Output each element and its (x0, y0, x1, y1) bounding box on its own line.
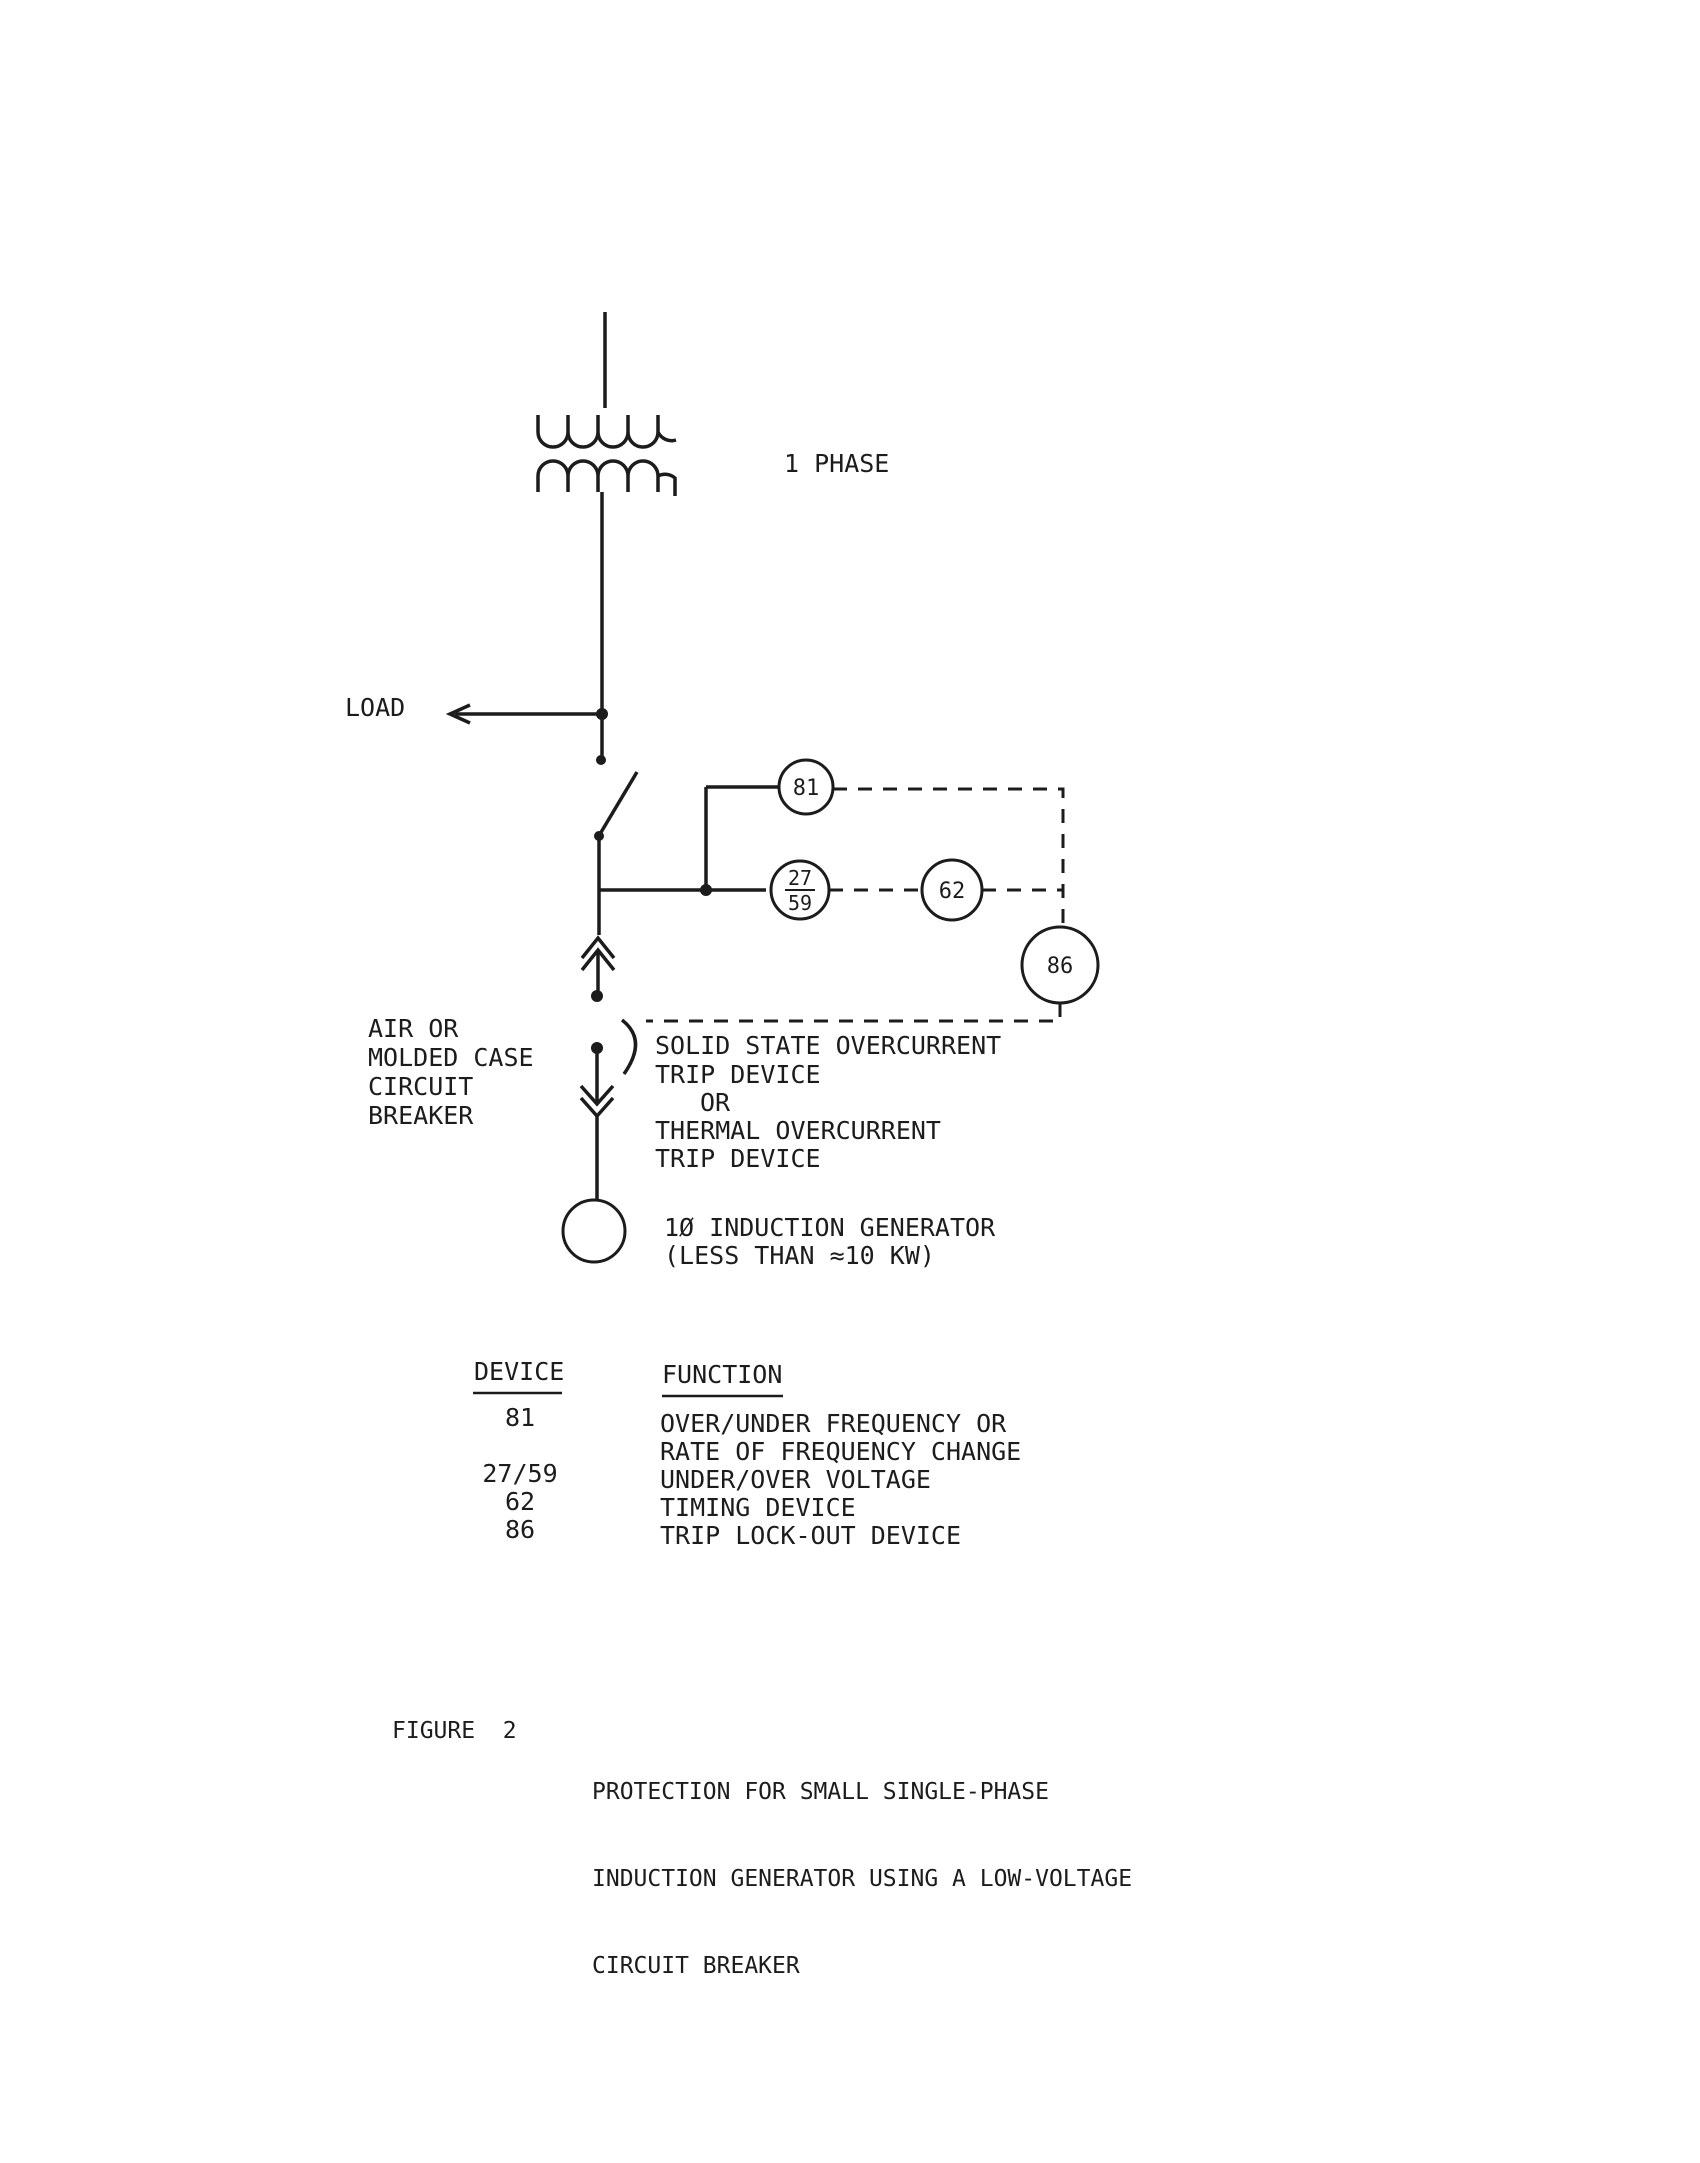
svg-text:1Ø INDUCTION GENERATOR: 1Ø INDUCTION GENERATOR (664, 1213, 996, 1242)
generator-label: 1Ø INDUCTION GENERATOR (LESS THAN ≈10 KW… (664, 1213, 996, 1270)
function-column: OVER/UNDER FREQUENCY OR RATE OF FREQUENC… (660, 1410, 1021, 1550)
legend-device-62: 62 (504, 1487, 536, 1516)
relay-27-59: 27 59 (769, 859, 831, 921)
svg-text:CIRCUIT: CIRCUIT (368, 1072, 473, 1101)
relay-27-label: 27 (788, 866, 812, 890)
svg-text:THERMAL OVERCURRENT: THERMAL OVERCURRENT (655, 1116, 941, 1145)
legend-function-27-59: UNDER/OVER VOLTAGE (660, 1465, 931, 1494)
relay-62-label: 62 (939, 879, 966, 904)
legend-function-81: OVER/UNDER FREQUENCY OR (660, 1409, 1007, 1438)
svg-text:BREAKER: BREAKER (368, 1101, 474, 1130)
svg-text:OR: OR (700, 1088, 731, 1117)
legend-device-27-59: 27/59 (482, 1459, 558, 1488)
circuit-breaker-symbol (579, 935, 638, 1208)
legend-device-blank (470, 1432, 570, 1460)
svg-text:MOLDED CASE: MOLDED CASE (368, 1043, 534, 1072)
transformer-symbol (536, 415, 677, 496)
legend-device-81: 81 (504, 1403, 536, 1432)
device-header: DEVICE (474, 1357, 565, 1386)
legend-device-86: 86 (504, 1515, 536, 1544)
figure-caption: PROTECTION FOR SMALL SINGLE-PHASE INDUCT… (592, 1720, 1132, 2039)
function-header: FUNCTION (662, 1360, 783, 1389)
caption-line-2: INDUCTION GENERATOR USING A LOW-VOLTAGE (592, 1866, 1133, 1892)
svg-text:TRIP DEVICE: TRIP DEVICE (655, 1060, 821, 1089)
legend-function-86: TRIP LOCK-OUT DEVICE (660, 1521, 962, 1550)
breaker-label: AIR OR MOLDED CASE CIRCUIT BREAKER (368, 1014, 534, 1130)
relay-59-label: 59 (788, 891, 812, 915)
trip-device-label: SOLID STATE OVERCURRENT TRIP DEVICE OR T… (655, 1031, 1001, 1173)
legend-function-81-b: RATE OF FREQUENCY CHANGE (660, 1437, 1022, 1466)
relay-86: 86 (1020, 925, 1100, 1005)
figure-number: FIGURE 2 (392, 1718, 517, 1744)
disconnect-switch (594, 755, 639, 935)
relay-81: 81 (777, 758, 835, 816)
load-arrow (445, 703, 602, 725)
relay-86-label: 86 (1047, 954, 1074, 979)
control-wiring (646, 787, 1065, 1023)
phase-label: 1 PHASE (784, 449, 889, 478)
induction-generator-symbol (561, 1198, 627, 1264)
caption-line-3: CIRCUIT BREAKER (592, 1953, 800, 1979)
svg-text:(LESS THAN ≈10 KW): (LESS THAN ≈10 KW) (664, 1241, 935, 1270)
load-junction-dot (596, 708, 608, 720)
relay-81-label: 81 (793, 776, 820, 801)
svg-text:AIR OR: AIR OR (368, 1014, 459, 1043)
svg-text:TRIP DEVICE: TRIP DEVICE (655, 1144, 821, 1173)
load-label: LOAD (345, 693, 405, 722)
device-column: 81 27/59 62 86 (470, 1404, 570, 1544)
svg-text:SOLID STATE OVERCURRENT: SOLID STATE OVERCURRENT (655, 1031, 1001, 1060)
caption-line-1: PROTECTION FOR SMALL SINGLE-PHASE (592, 1779, 1049, 1805)
legend-function-62: TIMING DEVICE (660, 1493, 856, 1522)
relay-62: 62 (920, 858, 984, 922)
